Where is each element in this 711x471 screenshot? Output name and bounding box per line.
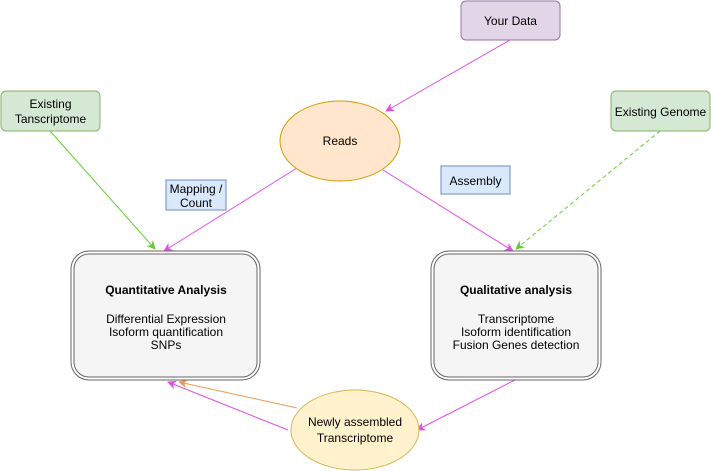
assembly-label: Assembly [449,174,501,188]
edge-genome-to-qualitative [515,130,661,250]
qualitative-item: Transcriptome [478,312,555,326]
reads-label: Reads [323,134,358,148]
existing-genome-label: Existing Genome [615,105,707,119]
qualitative-title: Qualitative analysis [460,283,572,297]
qualitative-item: Isoform identification [461,325,571,339]
existing-transcriptome-label-line2: Tanscriptome [15,112,87,126]
newly-assembled-label-line1: Newly assembled [308,415,402,429]
existing-transcriptome-node: Existing Tanscriptome [0,90,101,132]
edge-transcriptome-to-quantitative [49,130,156,250]
reads-node: Reads [279,100,401,182]
quantitative-item: Differential Expression [106,312,226,326]
quantitative-item: Isoform quantification [109,325,223,339]
edge-newly-assembled-to-quantitative-orange [178,379,298,409]
existing-genome-node: Existing Genome [610,90,711,132]
newly-assembled-transcriptome-node: Newly assembled Transcriptome [290,389,420,471]
edge-reads-to-quantitative [163,167,298,252]
qualitative-item: Fusion Genes detection [453,338,580,352]
edge-yourdata-to-reads [385,39,511,112]
newly-assembled-label-line2: Transcriptome [317,431,394,445]
your-data-label: Your Data [484,14,537,28]
edge-reads-to-qualitative [382,169,514,252]
your-data-node: Your Data [460,0,561,41]
edge-qualitative-to-newly-assembled [416,379,516,431]
quantitative-analysis-node: Quantitative Analysis Differential Expre… [70,250,261,381]
qualitative-analysis-node: Qualitative analysis Transcriptome Isofo… [430,250,602,381]
assembly-label-box: Assembly [440,165,511,195]
mapping-label-line1: Mapping / [170,182,223,196]
existing-transcriptome-label-line1: Existing [29,97,71,111]
mapping-label-line2: Count [180,196,213,210]
quantitative-title: Quantitative Analysis [105,283,227,297]
quantitative-item: SNPs [151,338,182,352]
edge-newly-assembled-to-quantitative-magenta [167,380,289,431]
mapping-count-label-box: Mapping / Count [165,179,227,211]
